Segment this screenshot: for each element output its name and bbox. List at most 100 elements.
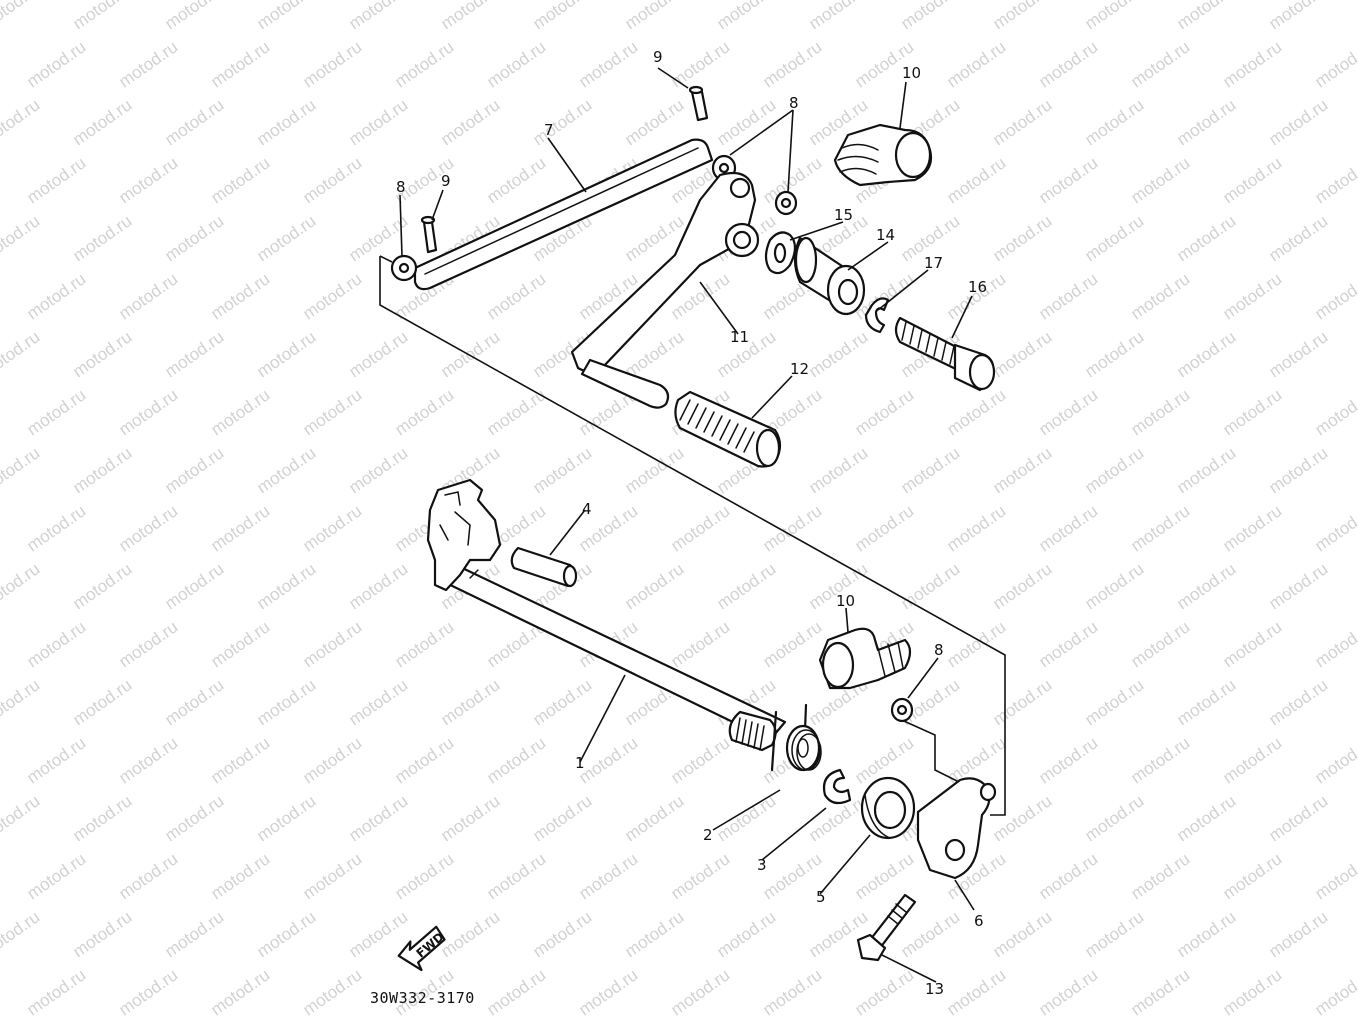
watermark-text: motod.ru [23, 153, 89, 207]
rubber-boot-part-10-bottom [818, 627, 912, 690]
watermark-text: motod.ru [759, 965, 825, 1019]
watermark-text: motod.ru [207, 37, 273, 91]
watermark-text: motod.ru [529, 907, 595, 961]
watermark-text: motod.ru [1265, 907, 1331, 961]
watermark-text: motod.ru [1311, 153, 1358, 207]
watermark-text: motod.ru [989, 675, 1055, 729]
watermark-text: motod.ru [345, 443, 411, 497]
callout-14: 14 [876, 226, 895, 244]
watermark-text: motod.ru [575, 733, 641, 787]
watermark-text: motod.ru [943, 37, 1009, 91]
callout-17: 17 [924, 254, 943, 272]
watermark-text: motod.ru [1035, 965, 1101, 1019]
watermark-text: motod.ru [1219, 501, 1285, 555]
watermark-text: motod.ru [23, 385, 89, 439]
watermark-text: motod.ru [161, 791, 227, 845]
watermark-text: motod.ru [299, 617, 365, 671]
watermark-text: motod.ru [69, 675, 135, 729]
watermark-text: motod.ru [391, 733, 457, 787]
watermark-text: motod.ru [759, 501, 825, 555]
watermark-text: motod.ru [621, 559, 687, 613]
watermark-text: motod.ru [1173, 559, 1239, 613]
watermark-text: motod.ru [575, 965, 641, 1019]
shift-arm-part-6 [916, 777, 997, 880]
watermark-text: motod.ru [1127, 385, 1193, 439]
leader-lines [399, 67, 975, 983]
watermark-text: motod.ru [23, 965, 89, 1019]
watermark-text: motod.ru [0, 443, 43, 497]
watermark-text: motod.ru [1081, 443, 1147, 497]
watermark-text: motod.ru [1311, 965, 1358, 1019]
watermark-text: motod.ru [299, 733, 365, 787]
watermark-text: motod.ru [161, 0, 227, 33]
assembly-frame-lines [379, 255, 1006, 816]
watermark-text: motod.ru [621, 907, 687, 961]
watermark-text: motod.ru [299, 849, 365, 903]
watermark-text: motod.ru [253, 559, 319, 613]
watermark-text: motod.ru [161, 211, 227, 265]
watermark-text: motod.ru [1219, 153, 1285, 207]
callout-1: 1 [575, 754, 585, 772]
watermark-text: motod.ru [23, 849, 89, 903]
watermark-text: motod.ru [483, 849, 549, 903]
watermark-text: motod.ru [989, 791, 1055, 845]
watermark-text: motod.ru [1311, 849, 1358, 903]
watermark-text: motod.ru [713, 791, 779, 845]
watermark-text: motod.ru [69, 327, 135, 381]
callout-7: 7 [544, 121, 554, 139]
diagram-code: 30W332-3170 [370, 989, 475, 1007]
watermark-text: motod.ru [161, 327, 227, 381]
watermark-text: motod.ru [713, 0, 779, 33]
watermark-text: motod.ru [345, 675, 411, 729]
watermark-text: motod.ru [299, 965, 365, 1019]
watermark-text: motod.ru [437, 327, 503, 381]
watermark-text: motod.ru [529, 95, 595, 149]
watermark-text: motod.ru [299, 269, 365, 323]
watermark-text: motod.ru [1265, 211, 1331, 265]
watermark-text: motod.ru [1127, 501, 1193, 555]
cotter-pin-part-9-top [688, 85, 709, 122]
callout-10-bottom: 10 [836, 592, 855, 610]
watermark-text: motod.ru [69, 95, 135, 149]
watermark-text: motod.ru [897, 0, 963, 33]
watermark-text: motod.ru [253, 675, 319, 729]
watermark-text: motod.ru [115, 269, 181, 323]
watermark-text: motod.ru [1219, 617, 1285, 671]
watermark-text: motod.ru [851, 965, 917, 1019]
watermark-text: motod.ru [989, 559, 1055, 613]
watermark-text: motod.ru [1035, 385, 1101, 439]
watermark-text: motod.ru [989, 443, 1055, 497]
watermark-text: motod.ru [483, 733, 549, 787]
watermark-text: motod.ru [207, 733, 273, 787]
watermark-text: motod.ru [667, 849, 733, 903]
watermark-text: motod.ru [1127, 733, 1193, 787]
watermark-text: motod.ru [943, 965, 1009, 1019]
watermark-text: motod.ru [1265, 675, 1331, 729]
watermark-text: motod.ru [1081, 211, 1147, 265]
watermark-text: motod.ru [345, 559, 411, 613]
watermark-text: motod.ru [115, 385, 181, 439]
watermark-text: motod.ru [805, 443, 871, 497]
watermark-text: motod.ru [207, 849, 273, 903]
watermark-text: motod.ru [23, 37, 89, 91]
pedal-rubber-part-12 [674, 390, 782, 468]
watermark-text: motod.ru [1173, 907, 1239, 961]
watermark-text: motod.ru [391, 385, 457, 439]
watermark-text: motod.ru [805, 0, 871, 33]
washer-part-8-a [390, 254, 418, 282]
watermark-text: motod.ru [299, 501, 365, 555]
watermark-text: motod.ru [253, 211, 319, 265]
watermark-text: motod.ru [483, 269, 549, 323]
watermark-text: motod.ru [69, 907, 135, 961]
watermark-text: motod.ru [69, 443, 135, 497]
watermark-text: motod.ru [0, 327, 43, 381]
callout-8-bottom: 8 [934, 641, 944, 659]
watermark-text: motod.ru [1127, 849, 1193, 903]
watermark-text: motod.ru [1081, 0, 1147, 33]
callout-3: 3 [757, 856, 767, 874]
watermark-text: motod.ru [253, 95, 319, 149]
watermark-text: motod.ru [989, 907, 1055, 961]
watermark-text: motod.ru [69, 0, 135, 33]
watermark-text: motod.ru [1035, 153, 1101, 207]
callout-9-left: 9 [441, 172, 451, 190]
